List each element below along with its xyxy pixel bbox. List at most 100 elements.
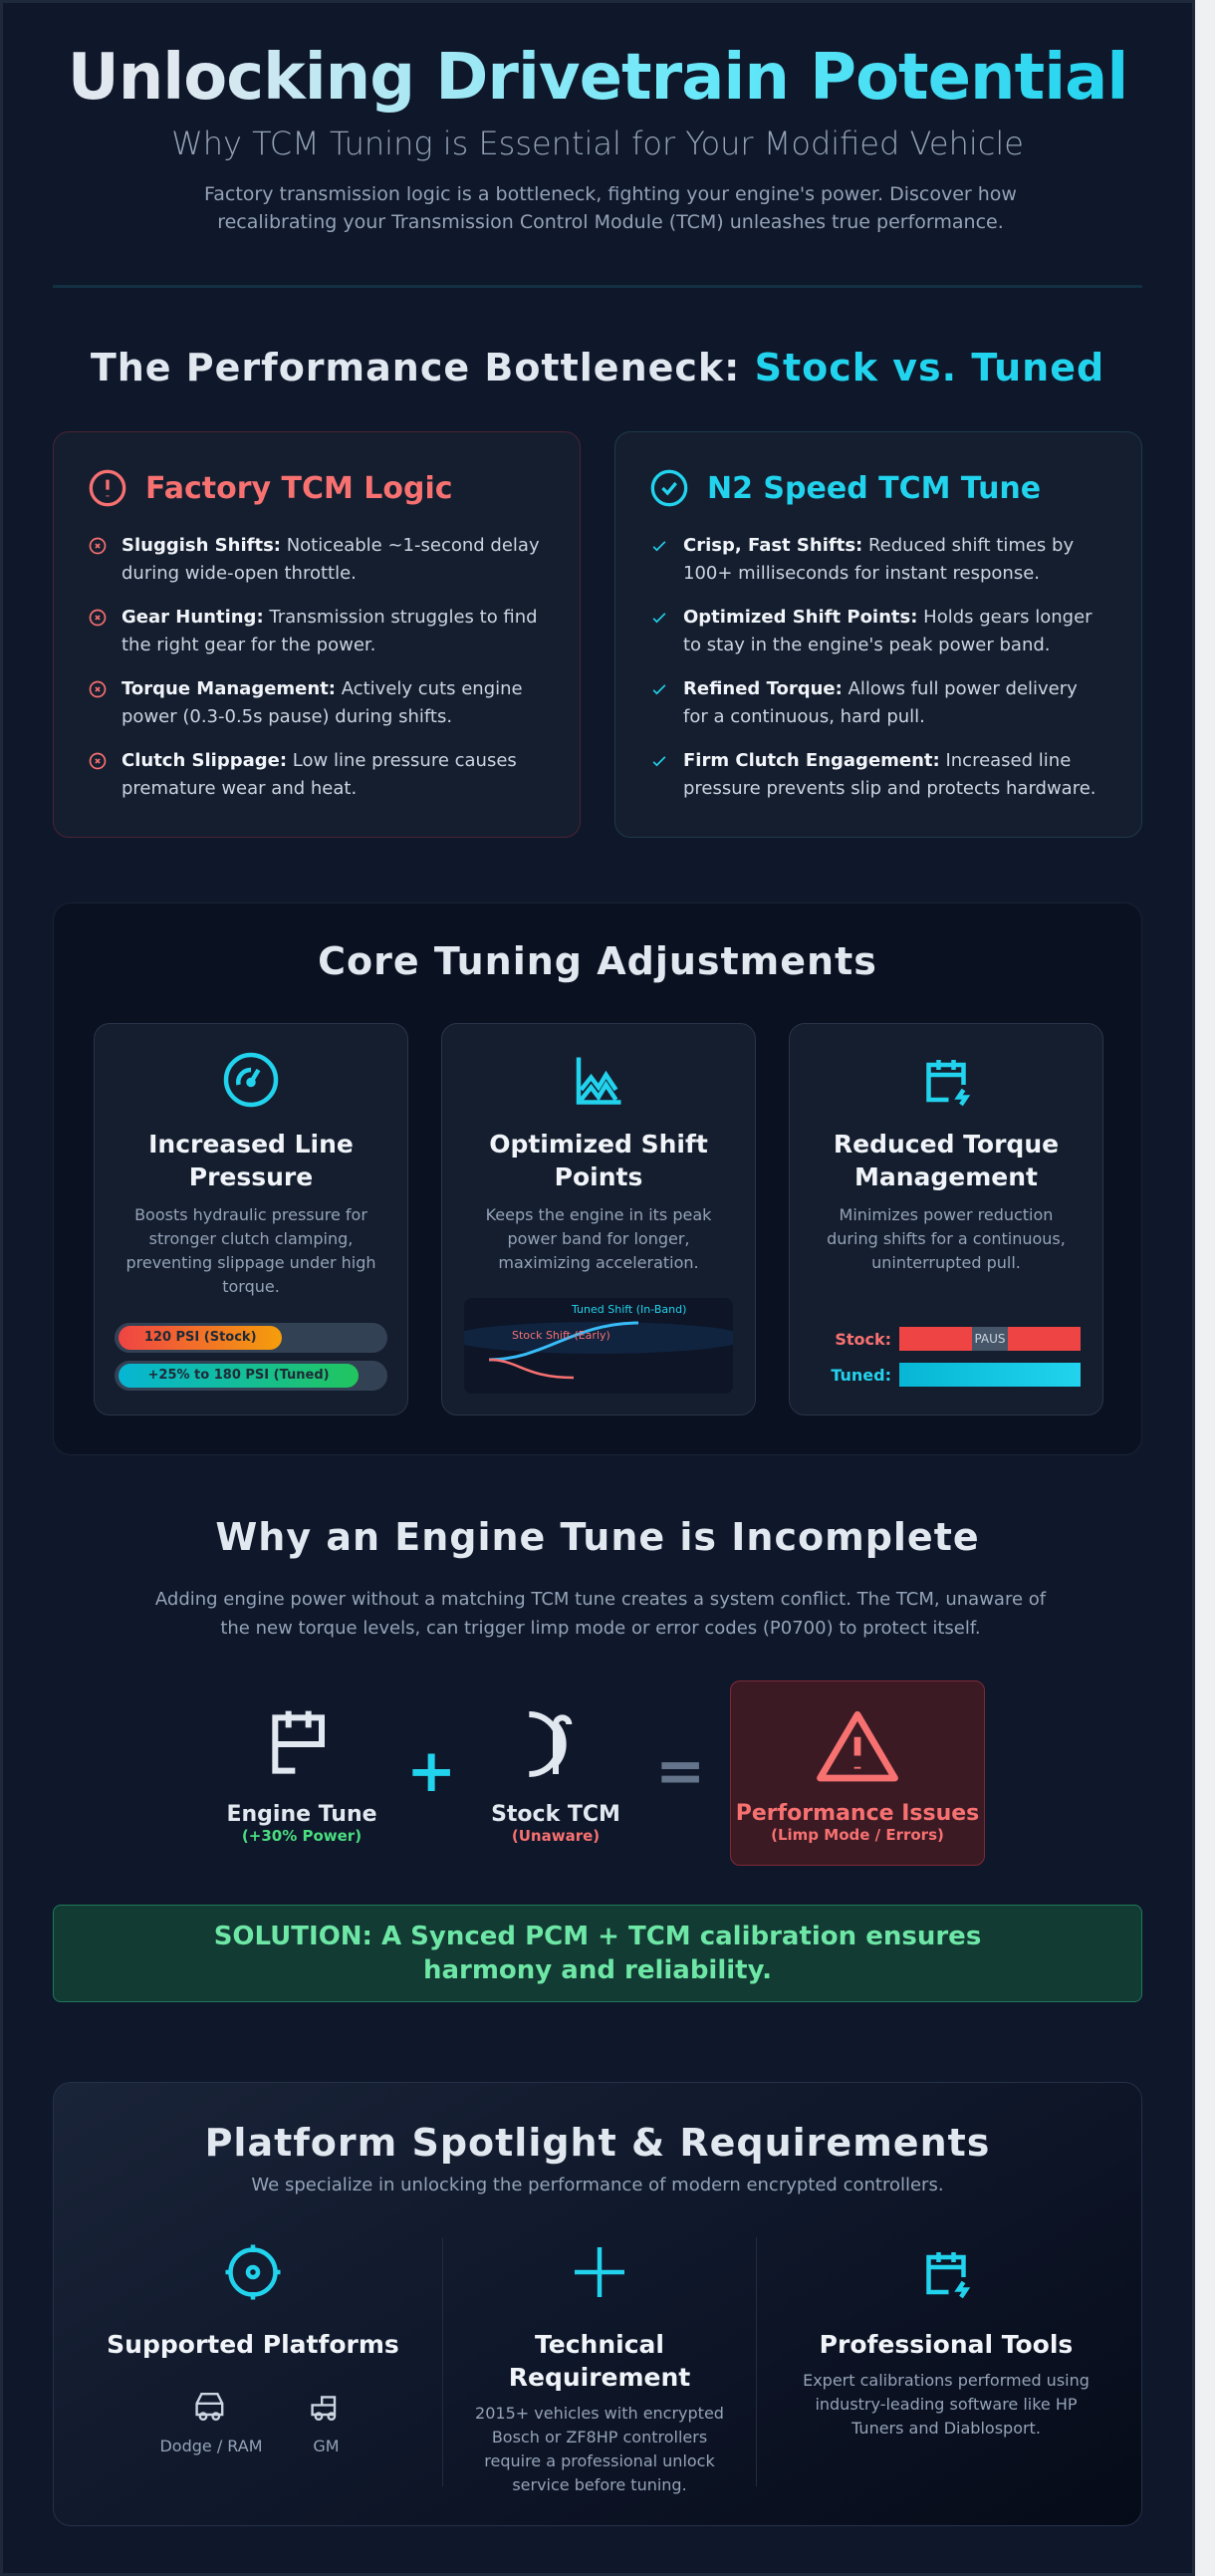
core-card-shift-points: Optimized Shift Points Keeps the engine … <box>441 1023 756 1416</box>
torque-comparison: Stock: PAUS Tuned: <box>812 1327 1081 1387</box>
item-text: Clutch Slippage: Low line pressure cause… <box>122 750 517 799</box>
list-item: Crisp, Fast Shifts: Reduced shift times … <box>649 532 1107 588</box>
alert-circle-icon <box>89 469 126 507</box>
truck-icon <box>310 2396 336 2421</box>
column-divider <box>442 2237 443 2486</box>
stock-tcm-item: Stock TCM (Unaware) <box>476 1704 635 1845</box>
tuned-label: Tuned: <box>831 1365 891 1385</box>
x-circle-icon <box>89 680 107 698</box>
why-heading: Why an Engine Tune is Incomplete <box>215 1515 980 1559</box>
item-text: Refined Torque: Allows full power delive… <box>683 678 1078 727</box>
stock-tcm-label: Stock TCM <box>491 1802 620 1827</box>
core-card-title: Increased Line Pressure <box>148 1130 354 1191</box>
stock-card-title: Factory TCM Logic <box>88 468 546 508</box>
item-text: Firm Clutch Engagement: Increased line p… <box>683 750 1096 799</box>
core-card-text: Minimizes power reduction during shifts … <box>827 1205 1066 1272</box>
item-text: Torque Management: Actively cuts engine … <box>122 678 523 727</box>
core-card-line-pressure: Increased Line Pressure Boosts hydraulic… <box>94 1023 408 1416</box>
list-item: Torque Management: Actively cuts engine … <box>88 675 546 731</box>
x-circle-icon <box>89 609 107 627</box>
tuned-pressure-bar: +25% to 180 PSI (Tuned) <box>115 1361 387 1391</box>
plus-sign: + <box>406 1736 457 1806</box>
technical-requirement-col: Technical Requirement 2015+ vehicles wit… <box>450 2242 749 2497</box>
core-card-text: Keeps the engine in its peak power band … <box>485 1205 712 1272</box>
item-text: Crisp, Fast Shifts: Reduced shift times … <box>683 535 1075 584</box>
engine-icon <box>272 1710 325 1774</box>
item-text: Optimized Shift Points: Holds gears long… <box>683 607 1093 655</box>
x-circle-icon <box>89 752 107 770</box>
platform-sub: We specialize in unlocking the performan… <box>251 2175 944 2195</box>
engine-tune-label: Engine Tune <box>226 1802 377 1827</box>
platform-col-title: Technical Requirement <box>508 2330 691 2392</box>
stock-torque-bar: PAUS <box>899 1327 1081 1351</box>
check-icon <box>652 613 666 624</box>
stock-curve <box>488 1358 575 1380</box>
item-text: Gear Hunting: Transmission struggles to … <box>122 607 538 655</box>
solution-banner: SOLUTION: A Synced PCM + TCM calibration… <box>53 1905 1142 2002</box>
why-text: Adding engine power without a matching T… <box>154 1589 1047 1639</box>
transmission-icon <box>529 1711 573 1777</box>
make-dodge-ram: Dodge / RAM <box>159 2391 263 2455</box>
professional-tools-col: Professional Tools Expert calibrations p… <box>797 2242 1095 2441</box>
platform-col-text: 2015+ vehicles with encrypted Bosch or Z… <box>475 2404 724 2494</box>
shift-curve-graph: Tuned Shift (In-Band) Stock Shift (Early… <box>464 1298 733 1394</box>
warning-icon <box>817 1710 898 1782</box>
stock-tcm-sub: (Unaware) <box>511 1827 601 1845</box>
core-card-title: Reduced Torque Management <box>833 1130 1060 1191</box>
comparison-heading: The Performance Bottleneck: Stock vs. Tu… <box>90 346 1105 389</box>
list-item: Gear Hunting: Transmission struggles to … <box>88 604 546 659</box>
gauge-icon <box>223 1052 279 1108</box>
supported-platforms-col: Supported Platforms Dodge / RAM GM <box>104 2242 402 2455</box>
check-icon <box>652 541 666 552</box>
calendar-bolt-icon <box>926 1060 971 1107</box>
stock-curve-label: Stock Shift (Early) <box>512 1329 610 1342</box>
tuned-curve-label: Tuned Shift (In-Band) <box>571 1303 686 1316</box>
make-label: Dodge / RAM <box>159 2437 263 2455</box>
page-subtitle: Why TCM Tuning is Essential for Your Mod… <box>171 125 1024 162</box>
core-heading: Core Tuning Adjustments <box>318 939 877 983</box>
core-card-title: Optimized Shift Points <box>489 1130 708 1191</box>
platform-section: Platform Spotlight & Requirements We spe… <box>53 2082 1142 2526</box>
crosshair-icon <box>575 2247 624 2297</box>
check-icon <box>652 684 666 695</box>
tuned-card-title: N2 Speed TCM Tune <box>649 468 1107 508</box>
platform-col-title: Professional Tools <box>819 2330 1074 2359</box>
shift-curves: Tuned Shift (In-Band) Stock Shift (Early… <box>464 1303 733 1380</box>
performance-issues-box: Performance Issues (Limp Mode / Errors) <box>730 1680 985 1866</box>
calendar-bolt-icon <box>926 2252 971 2299</box>
core-section: Core Tuning Adjustments Increased Line P… <box>53 902 1142 1455</box>
platform-heading: Platform Spotlight & Requirements <box>204 2121 991 2165</box>
car-icon <box>195 2393 224 2421</box>
make-label: GM <box>313 2437 340 2455</box>
pressure-bars: 120 PSI (Stock) +25% to 180 PSI (Tuned) <box>115 1323 387 1391</box>
chart-icon <box>576 1057 621 1105</box>
equals-sign: = <box>655 1736 706 1806</box>
core-card-text: Boosts hydraulic pressure for stronger c… <box>125 1205 376 1296</box>
list-item: Refined Torque: Allows full power delive… <box>649 675 1107 731</box>
item-text: Sluggish Shifts: Noticeable ~1-second de… <box>122 535 540 584</box>
performance-issues-label: Performance Issues <box>735 1801 980 1826</box>
list-item: Optimized Shift Points: Holds gears long… <box>649 604 1107 659</box>
page-title: Unlocking Drivetrain Potential <box>67 41 1128 115</box>
column-divider <box>756 2237 757 2486</box>
check-circle-icon <box>650 469 688 507</box>
divider <box>53 285 1142 288</box>
platform-col-title: Supported Platforms <box>107 2330 399 2359</box>
engine-tune-sub: (+30% Power) <box>241 1827 363 1845</box>
power-band <box>464 1322 733 1354</box>
stock-label: Stock: <box>835 1329 891 1349</box>
target-icon <box>225 2244 281 2300</box>
stock-pressure-bar: 120 PSI (Stock) <box>115 1323 387 1353</box>
list-item: Firm Clutch Engagement: Increased line p… <box>649 747 1107 803</box>
list-item: Sluggish Shifts: Noticeable ~1-second de… <box>88 532 546 588</box>
stock-card: Factory TCM Logic Sluggish Shifts: Notic… <box>53 431 581 838</box>
pause-segment: PAUS <box>971 1327 1009 1351</box>
x-circle-icon <box>89 537 107 555</box>
list-item: Clutch Slippage: Low line pressure cause… <box>88 747 546 803</box>
tuned-curve <box>488 1321 639 1362</box>
tuned-card: N2 Speed TCM Tune Crisp, Fast Shifts: Re… <box>614 431 1142 838</box>
make-gm: GM <box>307 2391 347 2455</box>
tuned-torque-bar <box>899 1363 1081 1387</box>
intro-text: Factory transmission logic is a bottlene… <box>204 183 1017 233</box>
